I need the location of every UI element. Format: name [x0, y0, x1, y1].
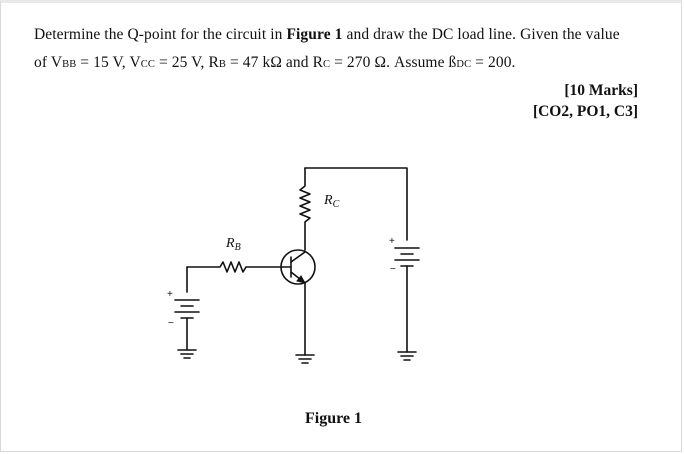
vbb-symbol: V	[50, 54, 63, 71]
beta-subscript: DC	[456, 59, 472, 70]
rc-symbol: R	[312, 54, 324, 71]
emitter-ground	[295, 354, 315, 364]
rb-subscript: B	[218, 59, 226, 70]
vcc-plus-sign: +	[389, 236, 395, 247]
vcc-value: = 25 V,	[155, 54, 209, 71]
rb-label: RB	[225, 236, 241, 253]
collector-resistor	[299, 167, 311, 251]
rb-symbol: R	[208, 54, 219, 71]
vbb-value: = 15 V,	[76, 54, 130, 71]
question-line-2: of VBB = 15 V, VCC = 25 V, RB = 47 kΩ an…	[34, 54, 516, 72]
transistor-collector-lead	[290, 251, 306, 263]
vbb-plus-sign: +	[167, 289, 173, 300]
question-text: of	[34, 54, 51, 71]
vcc-symbol: V	[129, 54, 141, 71]
vcc-subscript: CC	[140, 59, 155, 70]
beta-value: = 200.	[471, 54, 516, 71]
vbb-ground	[177, 349, 197, 359]
question-line-1: Determine the Q-point for the circuit in…	[34, 26, 620, 44]
vbb-minus-sign: −	[168, 318, 174, 329]
rc-value: = 270 Ω. Assume	[330, 54, 449, 71]
rc-label: RC	[323, 193, 340, 210]
vcc-ground	[397, 351, 417, 361]
vcc-minus-sign: −	[390, 264, 396, 275]
top-wire	[304, 167, 408, 241]
course-outcomes-label: [CO2, PO1, C3]	[532, 103, 638, 120]
figure-reference: Figure 1	[286, 26, 343, 43]
marks-label: [10 Marks]	[564, 82, 638, 99]
rb-value: = 47 kΩ and	[226, 54, 313, 71]
question-text: and draw the DC load line. Given the val…	[342, 26, 620, 43]
vbb-battery	[174, 299, 200, 319]
vcc-battery	[394, 247, 420, 267]
vbb-subscript: BB	[62, 59, 77, 70]
question-text: Determine the Q-point for the circuit in	[34, 26, 287, 43]
figure-caption: Figure 1	[305, 410, 363, 427]
beta-symbol: ß	[448, 54, 457, 71]
rc-subscript: C	[323, 59, 331, 70]
emitter-arrow	[296, 275, 307, 284]
base-resistor	[186, 261, 292, 273]
